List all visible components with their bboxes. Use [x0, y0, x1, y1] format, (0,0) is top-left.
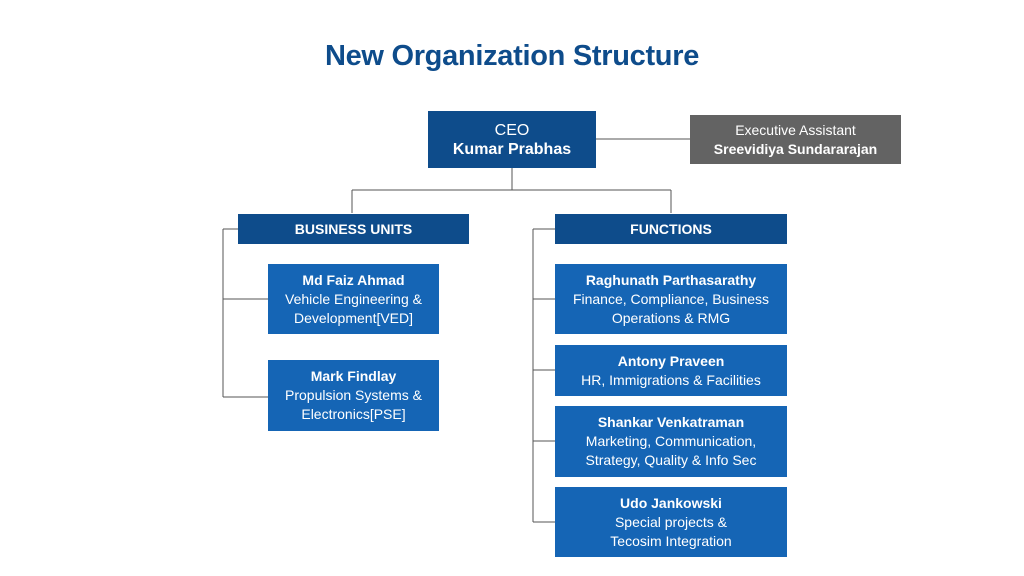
- member-description: Strategy, Quality & Info Sec: [585, 452, 757, 468]
- member-name: Udo Jankowski: [620, 494, 722, 511]
- member-description: Propulsion Systems &: [285, 387, 422, 403]
- fn-member-card: Raghunath Parthasarathy Finance, Complia…: [555, 264, 787, 334]
- bu-member-card: Md Faiz Ahmad Vehicle Engineering & Deve…: [268, 264, 439, 334]
- member-description: Finance, Compliance, Business: [572, 290, 770, 307]
- member-description: Marketing, Communication,: [585, 433, 757, 449]
- business-units-header: BUSINESS UNITS: [238, 214, 469, 244]
- member-description: Operations & RMG: [611, 309, 731, 326]
- fn-member-card: Antony Praveen HR, Immigrations & Facili…: [555, 345, 787, 396]
- member-description: Special projects &: [614, 513, 728, 530]
- member-name: Md Faiz Ahmad: [302, 271, 405, 288]
- member-description: Vehicle Engineering &: [285, 290, 422, 307]
- ceo-name: Kumar Prabhas: [452, 140, 572, 158]
- functions-header-label: FUNCTIONS: [630, 220, 712, 237]
- ceo-box: CEO Kumar Prabhas: [428, 111, 596, 168]
- assistant-box: Executive Assistant Sreevidiya Sundarara…: [690, 115, 901, 164]
- assistant-role: Executive Assistant: [735, 121, 856, 138]
- ceo-role: CEO: [494, 121, 530, 139]
- page-title: New Organization Structure: [324, 40, 700, 72]
- member-description: HR, Immigrations & Facilities: [581, 371, 761, 388]
- fn-member-card: Shankar Venkatraman Marketing, Communica…: [555, 406, 787, 477]
- member-name: Shankar Venkatraman: [597, 414, 745, 430]
- fn-member-card: Udo Jankowski Special projects & Tecosim…: [555, 487, 787, 557]
- assistant-name: Sreevidiya Sundararajan: [713, 140, 878, 157]
- functions-header: FUNCTIONS: [555, 214, 787, 244]
- business-units-header-label: BUSINESS UNITS: [294, 220, 413, 237]
- bu-member-card: Mark Findlay Propulsion Systems & Electr…: [268, 360, 439, 431]
- member-name: Mark Findlay: [310, 368, 397, 384]
- member-name: Antony Praveen: [617, 352, 725, 369]
- member-description: Tecosim Integration: [610, 532, 732, 549]
- member-description: Electronics[PSE]: [301, 406, 406, 422]
- member-name: Raghunath Parthasarathy: [585, 271, 757, 288]
- member-description: Development[VED]: [293, 309, 414, 326]
